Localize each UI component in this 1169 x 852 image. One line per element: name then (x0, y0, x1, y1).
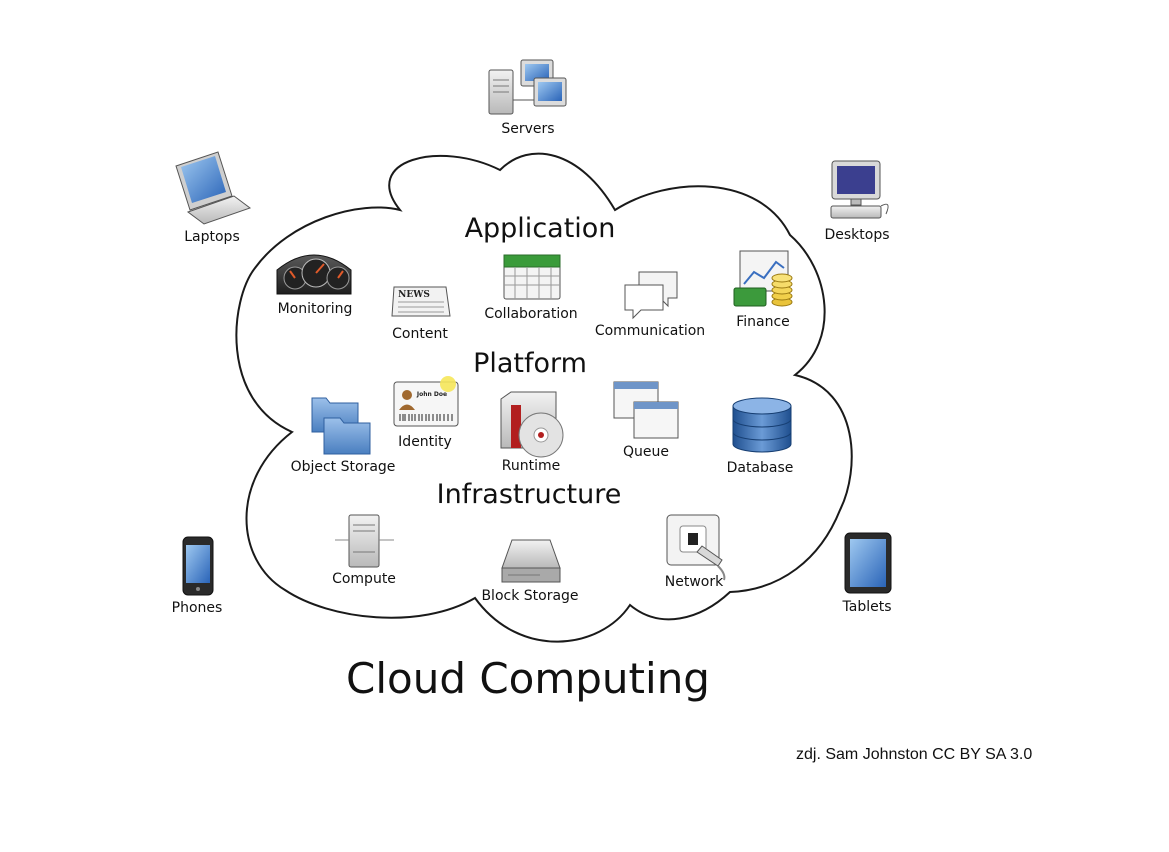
collaboration-label: Collaboration (484, 306, 577, 322)
content-label: Content (392, 326, 448, 342)
tablets-label: Tablets (842, 599, 892, 615)
runtime-box-icon (500, 391, 564, 458)
monitoring-icon (276, 254, 352, 295)
desktop-icon (830, 160, 889, 219)
object-storage-label: Object Storage (291, 459, 396, 475)
folders-icon (311, 397, 371, 455)
compute-label: Compute (332, 571, 396, 587)
chat-bubbles-icon (624, 271, 678, 320)
platform-heading: Platform (473, 348, 587, 379)
monitoring-label: Monitoring (278, 301, 353, 317)
desktops-label: Desktops (824, 227, 889, 243)
calendar-icon (503, 254, 561, 300)
server-tower-icon (335, 514, 394, 568)
network-socket-icon (666, 514, 726, 581)
finance-chart-icon (733, 250, 793, 307)
id-card-name: John Doe (416, 391, 447, 398)
hard-drive-icon (501, 539, 561, 583)
database-label: Database (727, 460, 794, 476)
application-heading: Application (465, 213, 616, 244)
phones-label: Phones (172, 600, 223, 616)
queue-windows-icon (613, 381, 679, 439)
block-storage-label: Block Storage (481, 588, 578, 604)
credit-text: zdj. Sam Johnston CC BY SA 3.0 (796, 746, 1032, 763)
database-icon (732, 397, 792, 453)
queue-label: Queue (623, 444, 669, 460)
servers-icon (488, 59, 567, 115)
runtime-label: Runtime (502, 458, 560, 474)
communication-label: Communication (595, 323, 705, 339)
news-text: NEWS (398, 290, 430, 300)
laptop-icon (175, 151, 252, 225)
network-label: Network (665, 574, 724, 590)
tablet-icon (844, 532, 892, 594)
identity-label: Identity (398, 434, 452, 450)
finance-label: Finance (736, 314, 790, 330)
id-card-icon: John Doe (393, 376, 459, 427)
phone-icon (182, 536, 214, 596)
infrastructure-heading: Infrastructure (437, 479, 622, 510)
laptops-label: Laptops (184, 229, 240, 245)
servers-label: Servers (501, 121, 554, 137)
news-content-icon: NEWS (391, 286, 451, 317)
diagram-title: Cloud Computing (346, 654, 710, 703)
